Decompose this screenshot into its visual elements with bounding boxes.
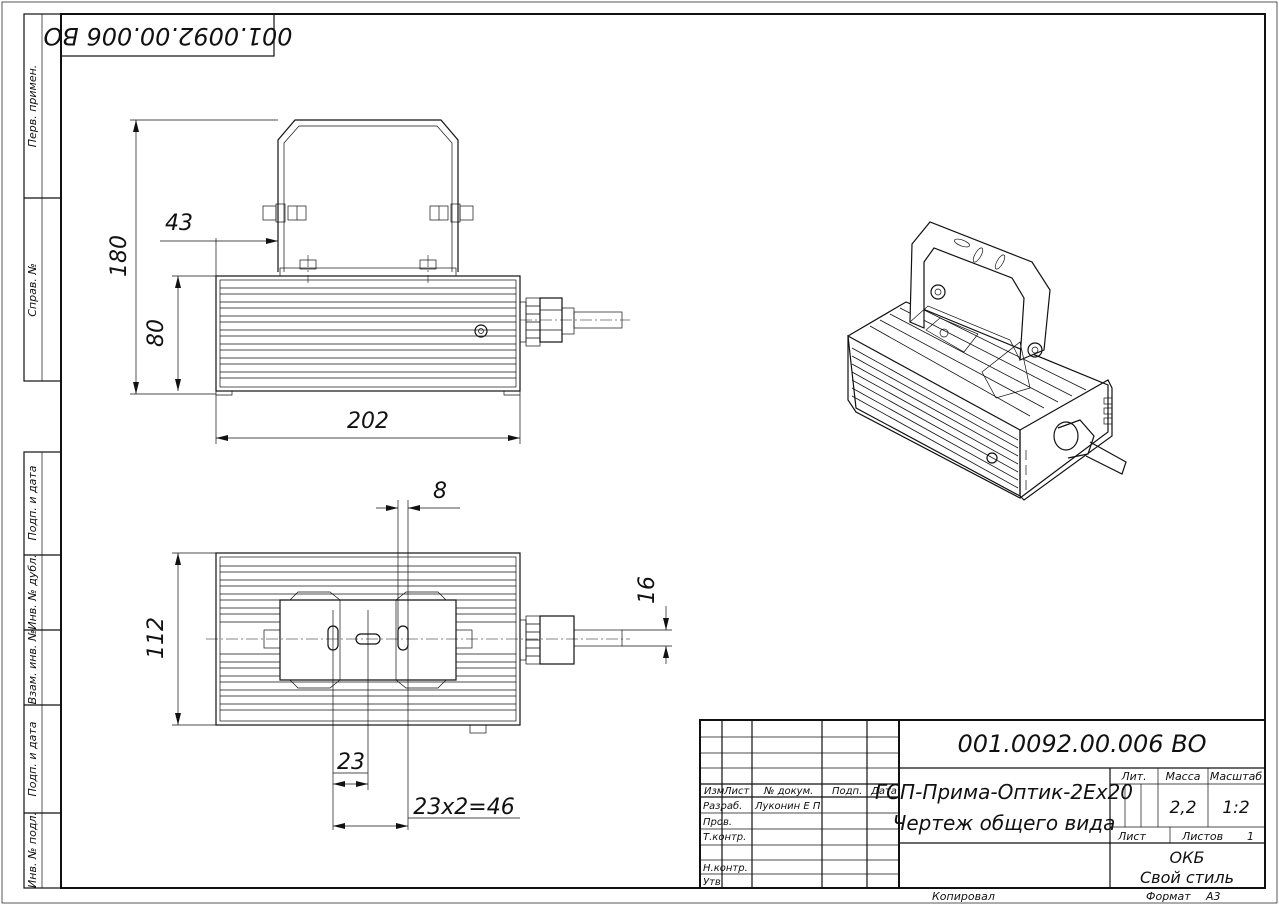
bracket-bolt-left xyxy=(262,203,307,223)
iso-cable-gland xyxy=(1053,419,1127,475)
margin-label-podp-data-2: Подп. и дата xyxy=(26,721,39,796)
title-designation: 001.0092.00.006 ВО xyxy=(957,730,1206,758)
margin-label-inv-podl: Инв. № подл. xyxy=(26,812,39,888)
dim-length: 202 xyxy=(347,409,389,434)
margin-label-vzam-inv: Взам. инв. № xyxy=(26,630,39,705)
role-utv: Утв. xyxy=(703,877,724,888)
cooling-fins xyxy=(220,287,516,379)
iso-top-fins xyxy=(869,303,1087,417)
margin-label-inv-dubl: Инв. № дубл. xyxy=(26,554,39,629)
sheet-label: Лист xyxy=(1117,830,1146,843)
margin-label-podp-data-1: Подп. и дата xyxy=(26,465,39,540)
front-view: 180 80 43 202 xyxy=(107,119,630,444)
iso-side-fins xyxy=(851,347,1019,489)
mass-label: Масса xyxy=(1165,770,1200,783)
margin-stamp: Перв. примен. Справ. № Подп. и дата Инв.… xyxy=(23,13,62,889)
dim-bracket-offset: 43 xyxy=(165,211,193,236)
dim-slot-step: 23 xyxy=(337,750,365,775)
title-block: Изм Лист № докум. Подп. Дата Разраб. Лук… xyxy=(699,719,1266,889)
role-razrab: Разраб. xyxy=(703,800,742,812)
sheets-label: Листов xyxy=(1181,830,1223,843)
scale-value: 1:2 xyxy=(1222,798,1249,818)
rotated-designation-text: 001.0092.00.006 ВО xyxy=(43,22,292,50)
name-razrab: Луконин Е П xyxy=(754,801,821,812)
margin-label-sprav: Справ. № xyxy=(26,263,39,317)
mounting-bracket xyxy=(277,119,459,272)
isometric-view xyxy=(847,221,1127,501)
col-izm: Изм xyxy=(704,786,725,797)
dim-slot-span: 23x2=46 xyxy=(413,795,514,820)
ground-screw xyxy=(474,324,488,338)
role-nkontr: Н.контр. xyxy=(703,863,748,874)
dim-slot-width: 8 xyxy=(433,479,447,504)
drawing-frame xyxy=(60,13,1266,889)
scale-label: Масштаб xyxy=(1210,770,1262,783)
dim-width: 112 xyxy=(144,617,169,659)
org-line2: Свой стиль xyxy=(1140,868,1234,887)
iso-housing-outline xyxy=(847,301,1109,499)
format-label: Формат xyxy=(1146,890,1191,903)
role-prov: Пров. xyxy=(703,817,732,828)
dim-cable-dia: 16 xyxy=(635,576,660,604)
format-value: А3 xyxy=(1205,890,1221,903)
top-view: 112 8 16 23 23x2=46 xyxy=(144,479,672,830)
col-data: Дата xyxy=(870,786,897,797)
rotated-designation-box: 001.0092.00.006 ВО xyxy=(43,13,293,57)
housing-body xyxy=(215,275,521,392)
dim-height-body: 80 xyxy=(144,319,169,347)
col-podp: Подп. xyxy=(832,786,862,797)
lit-label: Лит. xyxy=(1120,770,1146,783)
sheets-count: 1 xyxy=(1247,830,1254,843)
margin-label-perv-primen: Перв. примен. xyxy=(26,65,39,148)
cable-gland xyxy=(519,297,575,347)
document-name: Чертеж общего вида xyxy=(893,811,1116,835)
copied-label: Копировал xyxy=(932,890,995,903)
org-line1: ОКБ xyxy=(1170,848,1205,867)
dim-height-total: 180 xyxy=(107,235,132,277)
col-list: Лист xyxy=(723,786,751,797)
mass-value: 2,2 xyxy=(1169,798,1196,818)
role-tkontr: Т.контр. xyxy=(703,832,746,843)
iso-bracket xyxy=(909,221,1051,361)
product-name: ГСП-Прима-Оптик-2Ex20 xyxy=(875,780,1133,804)
bracket-bolt-right xyxy=(429,203,474,223)
col-dokum: № докум. xyxy=(763,786,813,797)
